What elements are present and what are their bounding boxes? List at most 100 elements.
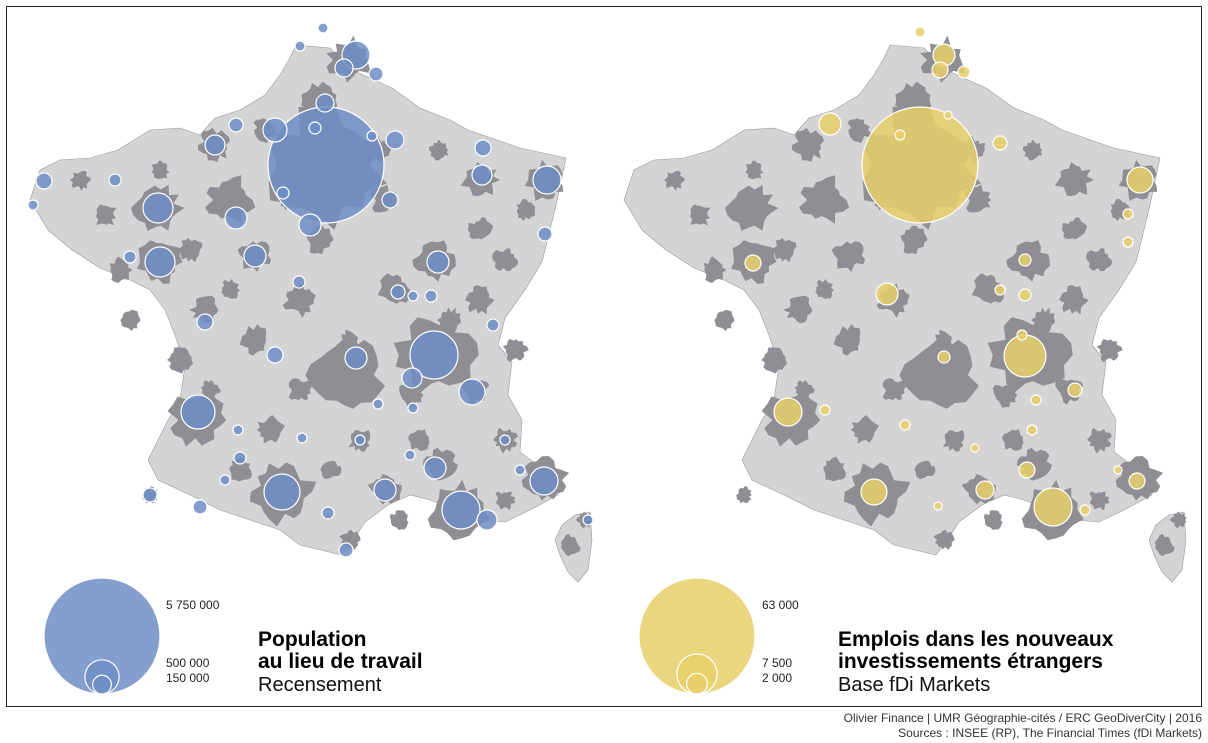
urban-area [167,347,194,374]
urban-area [429,139,449,161]
urban-area [120,309,141,332]
emplois-circle [1122,236,1134,248]
population-circle [317,22,329,34]
emplois-circle [894,129,906,141]
urban-area [899,339,979,409]
population-circle [401,367,423,389]
credit-sources: Sources : INSEE (RP), The Financial Time… [898,726,1202,740]
population-circle [263,473,301,511]
emplois-circle [819,404,831,416]
urban-area [1086,248,1112,272]
urban-area [1061,217,1088,240]
urban-area [736,486,752,504]
population-circle [404,449,416,461]
emplois-circle [861,106,979,224]
population-circle [27,199,39,211]
urban-area [1002,429,1024,451]
population-circle [35,172,53,190]
population-circle [407,402,419,414]
map-title-line1-right: Emplois dans les nouveaux [838,628,1114,651]
urban-area [725,184,779,231]
population-circle [192,499,208,515]
population-circle [582,514,594,526]
emplois-circle [992,135,1008,151]
legend-circle [92,674,112,695]
urban-area [1030,307,1055,333]
urban-area [464,285,495,315]
urban-area [799,175,850,224]
population-circle [232,424,244,436]
legend-circles-left [43,577,161,695]
population-circle [458,378,486,406]
population-circle [219,474,231,486]
urban-area [502,338,529,362]
proportional-circles-left [27,22,594,558]
population-circle [315,93,335,113]
population-circle [338,542,354,558]
population-circle [407,290,419,302]
urban-area [516,198,536,221]
population-circle [224,206,248,230]
emplois-circle [957,65,971,79]
proportional-circles-right [744,26,1154,527]
urban-area [792,127,825,162]
population-circle [308,121,322,135]
emplois-circle [744,254,762,272]
emplois-circle [860,478,888,506]
urban-area [408,429,430,451]
urban-area [761,347,788,374]
urban-area [389,510,409,530]
urban-area [341,329,359,351]
emplois-circle [975,480,995,500]
population-circle [385,130,405,150]
population-circle [204,134,226,156]
urban-area [983,510,1003,530]
legend-label-small-right: 2 000 [762,671,793,685]
population-circle [373,478,397,502]
population-circle [537,226,553,242]
urban-area [745,160,764,180]
map-subtitle-right: Base fDi Markets [838,674,991,696]
population-circle [294,40,306,52]
population-circle [196,313,214,331]
emplois-circle [1018,461,1036,479]
population-circle [228,117,244,133]
population-circle [390,284,406,300]
emplois-circle [1033,487,1073,527]
legend-circles-right [638,577,756,695]
urban-area [96,204,117,226]
urban-area [398,384,424,408]
urban-area [200,380,221,401]
population-circle [142,487,158,503]
urban-area [933,529,955,550]
emplois-circle [875,282,899,306]
urban-area [1154,533,1175,557]
urban-area [773,238,797,263]
emplois-circle [1122,208,1134,220]
urban-area [151,160,170,180]
urban-area [847,118,872,143]
credit-author: Olivier Finance | UMR Géographie-cités /… [843,711,1202,725]
urban-area [831,241,866,272]
population-circle [474,139,492,157]
population-circle [180,394,216,430]
urban-area [257,415,285,444]
population-circle [266,346,284,364]
legend-label-large-left: 5 750 000 [166,598,220,612]
population-circle [514,464,526,476]
population-circle [441,490,481,530]
population-circle [334,58,354,78]
urban-area [221,279,240,299]
urban-area [239,324,267,356]
legend-label-medium-left: 500 000 [166,656,210,670]
map-title-line2-right: investissements étrangers [838,650,1103,673]
population-circle [368,66,384,82]
urban-area [882,378,906,401]
urban-area [320,460,342,480]
map-emplois [623,26,1187,695]
urban-area [942,430,965,452]
urban-area [109,256,133,283]
urban-area [714,309,735,332]
emplois-circle [914,26,926,38]
